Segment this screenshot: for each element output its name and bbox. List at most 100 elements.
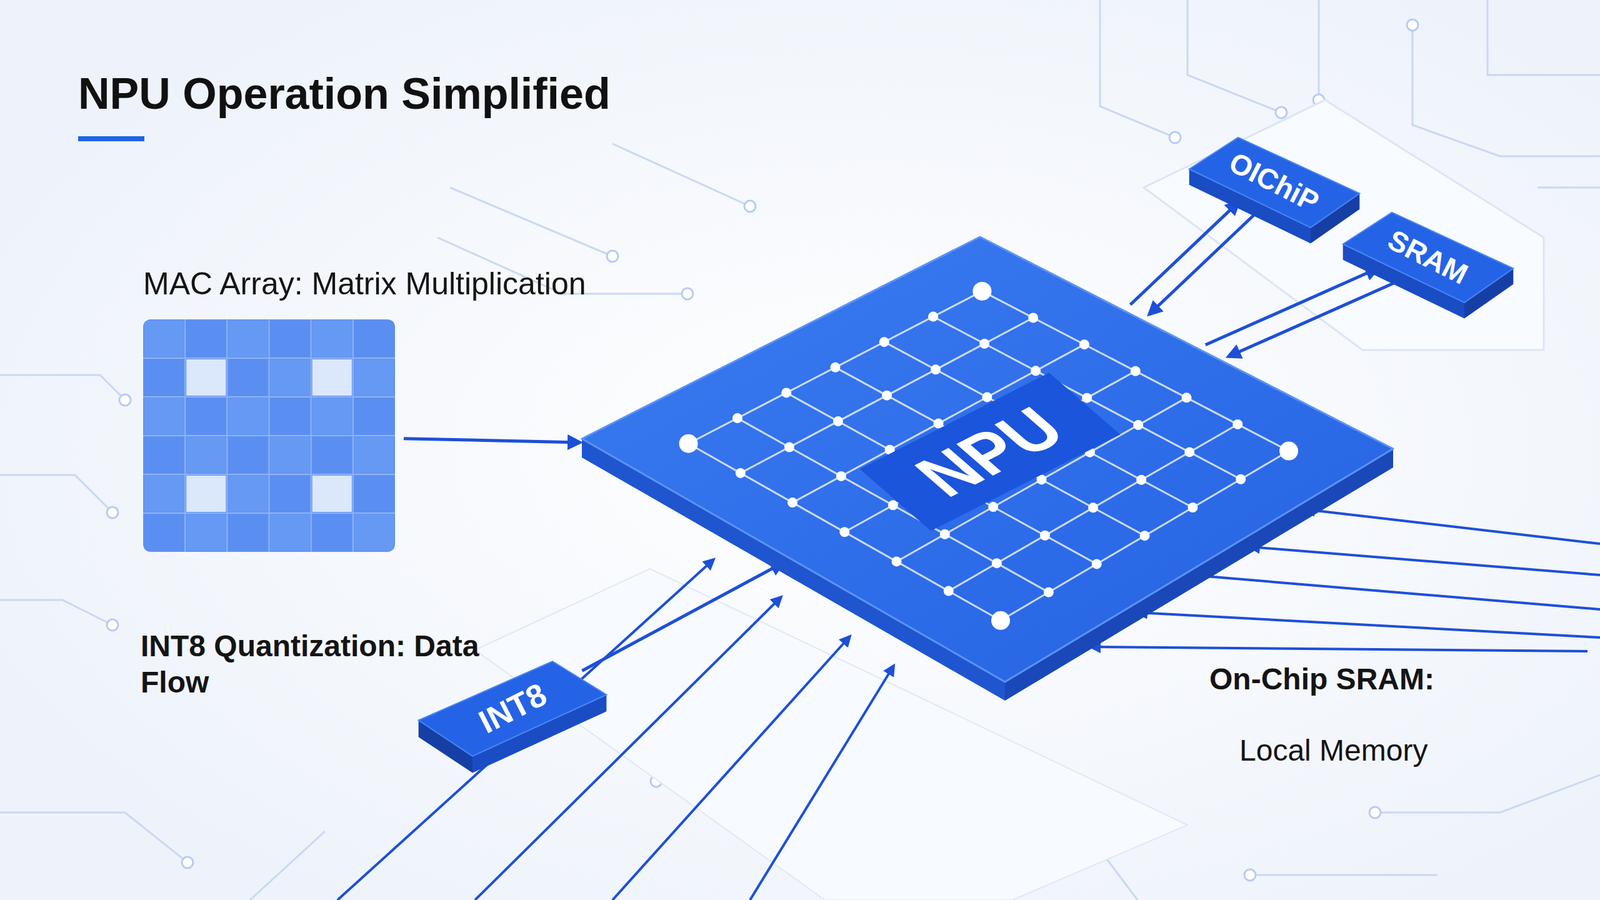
annotation-label: INT8 Quantization: Data Flow	[140, 628, 541, 700]
mac-grid-line	[1000, 451, 1289, 621]
mac-node-dot	[940, 529, 950, 540]
mac-node-dot	[879, 336, 890, 347]
mac-node-dot	[1040, 530, 1050, 541]
mac-cell	[312, 514, 352, 551]
connector-line	[581, 563, 783, 672]
mac-cell	[186, 475, 226, 512]
mac-node-dot	[1133, 420, 1144, 430]
mac-node-dot	[787, 497, 798, 508]
mac-node-dot	[891, 556, 902, 567]
mac-node-dot	[679, 434, 699, 454]
mac-cell	[186, 359, 226, 396]
mac-node-dot	[1279, 441, 1299, 461]
memory-block: SRAM	[1337, 207, 1519, 330]
connector-line	[403, 438, 580, 443]
mac-node-dot	[1181, 392, 1192, 403]
mac-node-dot	[830, 362, 840, 373]
mac-cell	[186, 320, 226, 357]
mac-cell	[228, 436, 268, 474]
mac-cell	[144, 320, 184, 357]
title-underline	[78, 136, 145, 142]
mac-node-dot	[833, 416, 844, 427]
mac-cell	[144, 436, 184, 474]
mac-node-dot	[784, 442, 795, 453]
connector	[403, 438, 580, 443]
mac-cell	[144, 514, 184, 551]
mac-node-dot	[1028, 313, 1039, 324]
memory-block: INT8	[412, 656, 613, 785]
grid-line	[143, 512, 395, 514]
mac-node-dot	[991, 611, 1010, 630]
block-side	[472, 695, 607, 774]
mac-cell	[186, 436, 226, 474]
mac-cell	[228, 398, 268, 435]
mac-cell	[270, 514, 310, 551]
mac-cell	[270, 475, 310, 512]
mac-cell	[270, 436, 310, 474]
block-top	[1189, 137, 1360, 228]
block-body	[1337, 207, 1519, 345]
connector-line	[1149, 211, 1259, 315]
mac-grid-line	[835, 367, 1145, 536]
mac-cell	[270, 398, 310, 435]
mac-node-dot	[1088, 502, 1099, 513]
mac-node-dot	[943, 586, 954, 597]
mac-cell	[144, 398, 184, 435]
mac-node-dot	[1187, 502, 1198, 513]
mac-node-dot	[732, 413, 743, 424]
diagram-title: NPU Operation Simplified	[78, 68, 611, 119]
mac-node-dot	[1091, 558, 1102, 569]
mac-node-dot	[979, 338, 990, 349]
mac-grid	[143, 319, 395, 552]
mac-cell	[312, 320, 352, 357]
mac-cell	[144, 359, 184, 396]
mac-node-dot	[928, 311, 939, 322]
mac-node-dot	[1030, 365, 1041, 376]
mac-cell	[270, 320, 310, 357]
mac-node-dot	[1081, 393, 1092, 404]
annotation-label: Local Memory	[1239, 732, 1428, 769]
mac-array: MAC Array: Matrix Multiplication	[143, 265, 395, 552]
mac-cell	[312, 359, 352, 396]
block-top	[418, 661, 607, 757]
mac-node-dot	[1232, 419, 1243, 430]
mac-cell	[354, 359, 394, 396]
mac-cell	[186, 398, 226, 435]
block-body	[1183, 132, 1365, 270]
mac-node-dot	[1140, 530, 1150, 541]
mac-cell	[354, 514, 394, 551]
connector-line	[1130, 201, 1239, 305]
connector-line	[1228, 279, 1402, 357]
block-top	[1343, 212, 1514, 303]
chip-top	[581, 236, 1394, 682]
mac-node-dot	[972, 281, 992, 301]
mac-node-dot	[881, 390, 892, 401]
mac-grid-line	[844, 371, 1135, 533]
memory-block: OIChiP	[1183, 132, 1365, 255]
mac-cell	[228, 359, 268, 396]
connector	[1130, 201, 1259, 315]
mac-cell	[144, 475, 184, 512]
block-side	[1343, 244, 1465, 319]
mac-cell	[228, 320, 268, 357]
mac-node-dot	[930, 364, 941, 375]
mac-cell	[312, 475, 352, 512]
mac-node-dot	[1079, 339, 1090, 350]
mac-node-dot	[1130, 366, 1141, 377]
mac-node-dot	[836, 471, 847, 482]
mac-cell	[228, 514, 268, 551]
mac-cell	[312, 398, 352, 435]
connector-line	[1205, 268, 1379, 345]
array-heading: MAC Array: Matrix Multiplication	[143, 265, 395, 302]
mac-cell	[354, 398, 394, 435]
mac-cell	[186, 514, 226, 551]
mac-cell	[312, 436, 352, 474]
connector	[1205, 268, 1402, 357]
mac-cell	[270, 359, 310, 396]
mac-node-dot	[981, 391, 992, 402]
grid-cells	[143, 319, 395, 552]
mac-node-dot	[1235, 474, 1246, 485]
mac-node-dot	[735, 468, 746, 479]
npu-chip: NPU	[581, 236, 1394, 712]
